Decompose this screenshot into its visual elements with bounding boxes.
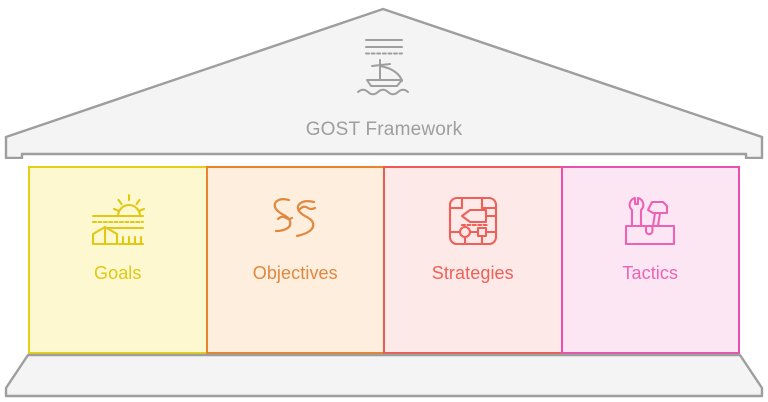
base-shape	[4, 353, 764, 398]
columns-container: Goals Objectives	[28, 166, 740, 354]
column-label-goals: Goals	[93, 263, 142, 283]
column-label-strategies: Strategies	[431, 263, 514, 283]
page-title: GOST Framework	[305, 119, 463, 140]
column-goals[interactable]: Goals	[28, 166, 208, 354]
column-label-objectives: Objectives	[252, 263, 338, 283]
column-strategies[interactable]: Strategies	[383, 166, 563, 354]
flowchart-network-icon	[440, 192, 506, 250]
sailboat-with-lines-icon	[344, 36, 424, 98]
toolbox-wrench-hammer-icon	[617, 192, 683, 250]
pediment-shape	[4, 7, 764, 159]
column-label-tactics: Tactics	[622, 263, 679, 283]
column-objectives[interactable]: Objectives	[205, 166, 385, 354]
winding-river-icon	[262, 192, 328, 250]
column-tactics[interactable]: Tactics	[560, 166, 740, 354]
sunrise-farm-icon	[85, 192, 151, 250]
base-plinth	[0, 352, 768, 400]
pediment: GOST Framework	[0, 4, 768, 159]
